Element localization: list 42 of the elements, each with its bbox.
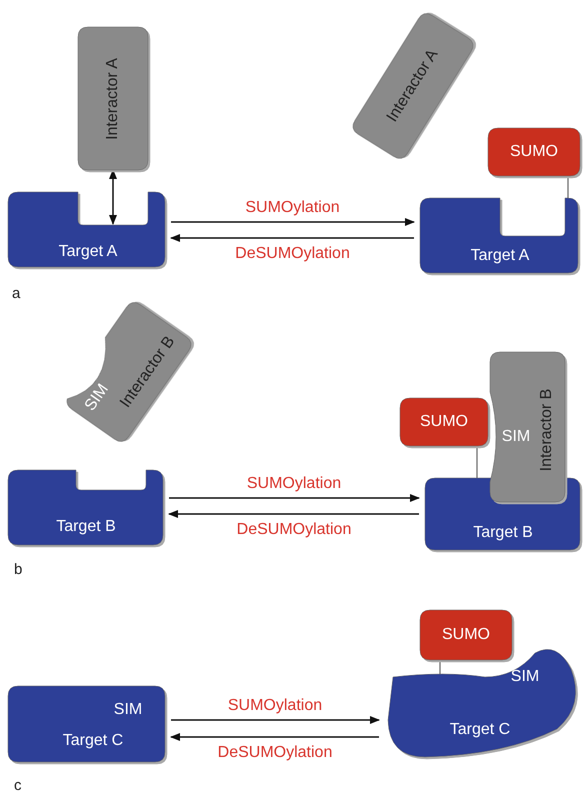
protein-label: SUMO [442,627,490,643]
panel-letter: c [14,778,22,793]
edge-label: DeSUMOylation [216,745,334,761]
target-protein-shape [8,686,165,762]
protein-label: Target B [56,519,116,535]
arrow [171,716,380,724]
protein-label: SUMO [420,414,468,430]
edge-label: DeSUMOylation [233,246,352,262]
protein-label: SIM [114,702,142,718]
interactor-protein-shape [350,10,476,162]
arrow [170,234,414,242]
arrow [171,218,415,226]
protein-label: Target B [473,525,533,541]
panel-letter: a [12,286,20,301]
panel-letter: b [14,562,22,577]
edge-label: SUMOylation [244,476,344,492]
arrow [168,510,419,518]
connector-line [476,446,478,478]
target-protein-shape [8,470,163,545]
sumo-protein-shape [420,610,512,660]
target-protein-shape [8,192,165,267]
protein-label: Interactor A [105,58,121,140]
protein-label: SIM [502,429,530,445]
target-protein-shape [420,198,578,273]
protein-label: Target A [58,244,118,260]
protein-label: SIM [82,382,112,414]
arrow [170,733,379,741]
protein-label: Target A [470,248,530,264]
protein-label: Target C [450,722,510,738]
sumo-protein-shape [400,398,488,446]
edge-label: SUMOylation [226,698,324,714]
protein-label: Target C [62,733,124,749]
interactor-protein-shape [78,27,148,170]
arrow [109,169,117,225]
protein-label: SIM [510,669,540,685]
sumo-protein-shape [488,128,580,176]
protein-label: Interactor B [539,388,555,472]
interactor-protein-shape [490,352,565,502]
edge-label: DeSUMOylation [234,522,354,538]
protein-label: SUMO [510,144,558,160]
edge-label: SUMOylation [243,200,342,216]
arrow [169,494,420,502]
